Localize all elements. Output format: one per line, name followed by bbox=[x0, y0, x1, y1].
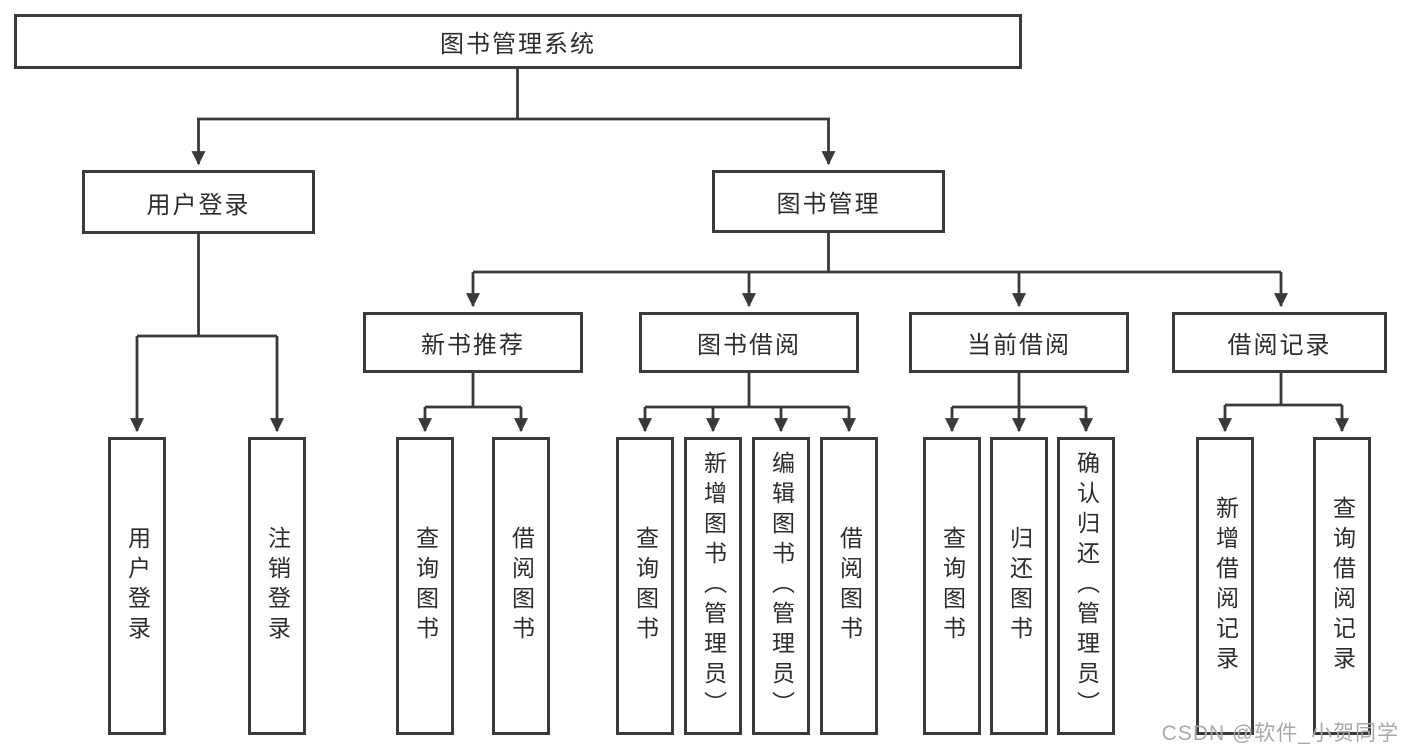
node-label: 图书管理 bbox=[776, 191, 881, 218]
node-new-book-recommendation: 新书推荐 bbox=[363, 312, 583, 373]
node-book-borrowing: 图书借阅 bbox=[639, 312, 859, 373]
leaf-label: 查询借阅记录 bbox=[1329, 496, 1356, 676]
leaf-query-borrow-record: 查询借阅记录 bbox=[1313, 437, 1371, 735]
leaf-edit-books-admin: 编辑图书（管理员） bbox=[752, 437, 810, 735]
leaf-logout: 注销登录 bbox=[248, 437, 306, 735]
leaf-label: 借阅图书 bbox=[836, 526, 863, 646]
node-label: 当前借阅 bbox=[967, 332, 1071, 359]
leaf-return-books: 归还图书 bbox=[990, 437, 1048, 735]
leaf-label: 用户登录 bbox=[124, 526, 151, 646]
node-label: 图书借阅 bbox=[697, 332, 801, 359]
leaf-user-login: 用户登录 bbox=[108, 437, 166, 735]
leaf-label: 编辑图书（管理员） bbox=[768, 451, 795, 721]
leaf-confirm-return-admin: 确认归还（管理员） bbox=[1057, 437, 1115, 735]
leaf-borrow-books-recommend: 借阅图书 bbox=[492, 437, 550, 735]
leaf-query-books-borrow: 查询图书 bbox=[616, 437, 674, 735]
node-label: 借阅记录 bbox=[1227, 332, 1332, 359]
leaf-borrow-books: 借阅图书 bbox=[820, 437, 878, 735]
leaf-label: 查询图书 bbox=[632, 526, 659, 646]
node-library-management-system: 图书管理系统 bbox=[14, 14, 1022, 69]
node-borrowing-records: 借阅记录 bbox=[1172, 312, 1387, 373]
leaf-label: 查询图书 bbox=[939, 526, 966, 646]
node-label: 新书推荐 bbox=[421, 332, 525, 359]
leaf-add-borrow-record: 新增借阅记录 bbox=[1196, 437, 1254, 735]
leaf-label: 新增借阅记录 bbox=[1212, 496, 1239, 676]
leaf-query-books-recommend: 查询图书 bbox=[396, 437, 454, 735]
leaf-label: 查询图书 bbox=[412, 526, 439, 646]
node-current-borrowing: 当前借阅 bbox=[909, 312, 1129, 373]
node-label: 图书管理系统 bbox=[440, 31, 596, 58]
leaf-label: 确认归还（管理员） bbox=[1073, 451, 1100, 721]
leaf-label: 归还图书 bbox=[1006, 526, 1033, 646]
leaf-label: 注销登录 bbox=[264, 526, 291, 646]
leaf-label: 新增图书（管理员） bbox=[700, 451, 727, 721]
csdn-watermark: CSDN @软件_小贺同学 bbox=[1161, 722, 1399, 745]
leaf-label: 借阅图书 bbox=[508, 526, 535, 646]
node-user-login: 用户登录 bbox=[82, 170, 315, 234]
node-book-management: 图书管理 bbox=[712, 170, 945, 233]
node-label: 用户登录 bbox=[146, 191, 251, 219]
leaf-query-books-current: 查询图书 bbox=[923, 437, 981, 735]
leaf-add-books-admin: 新增图书（管理员） bbox=[684, 437, 742, 735]
